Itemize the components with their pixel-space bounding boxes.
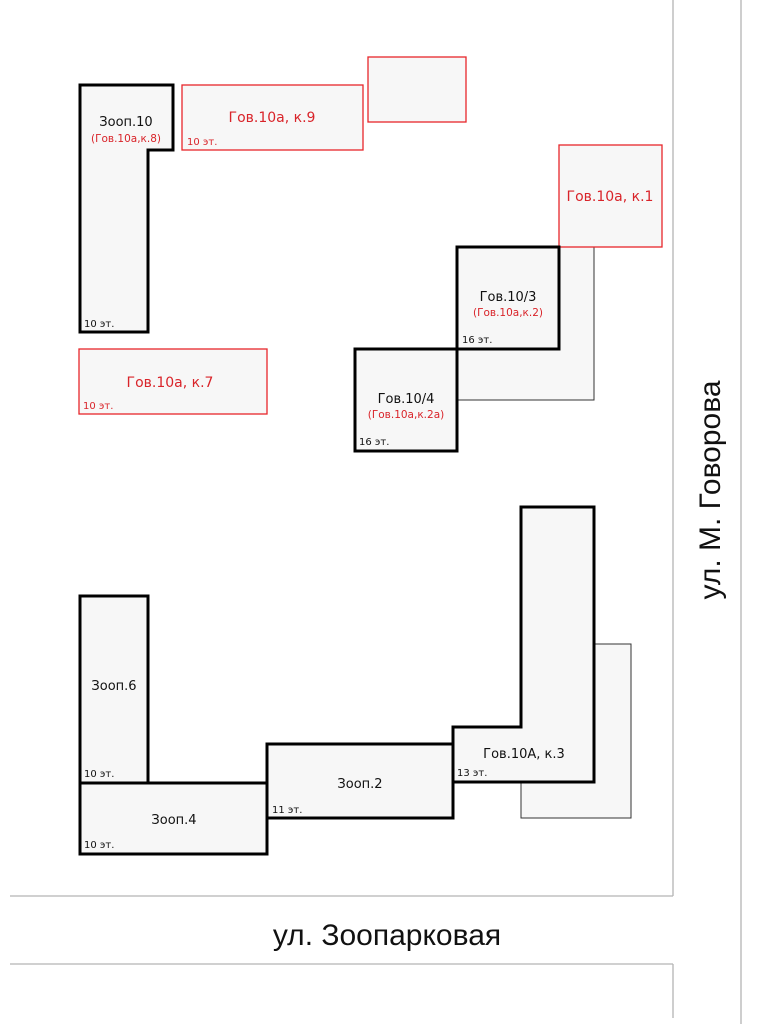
building-unlabeled-planned[interactable] — [367, 56, 467, 123]
street-label-govorova: ул. М. Говорова — [694, 380, 727, 599]
building-zoop4-outline — [78, 781, 269, 856]
building-zoop2-name: Зооп.2 — [337, 777, 382, 792]
building-gov10-3-alt: (Гов.10а,к.2) — [473, 307, 543, 319]
building-gov10-4-floors: 16 эт. — [359, 437, 389, 448]
building-zoop6-name: Зооп.6 — [91, 679, 136, 694]
building-gov10-3-floors: 16 эт. — [462, 335, 492, 346]
building-gov10A-k3-name: Гов.10А, к.3 — [483, 747, 565, 762]
building-gov10a-k1-name: Гов.10а, к.1 — [567, 189, 654, 205]
building-zoop10-name: Зооп.10 — [99, 115, 152, 130]
building-gov10-4-alt: (Гов.10а,к.2а) — [368, 409, 444, 421]
building-gov10a-k7[interactable]: Гов.10а, к.7 10 эт. — [78, 348, 268, 415]
building-zoop10-alt: (Гов.10а,к.8) — [91, 133, 161, 145]
building-gov10-4-outline — [353, 347, 459, 453]
building-zoop10[interactable]: Зооп.10 (Гов.10а,к.8) 10 эт. — [78, 83, 175, 334]
building-gov10a-k9-name: Гов.10а, к.9 — [229, 110, 316, 126]
building-gov10-3-outline — [455, 245, 561, 351]
building-gov10-3-name: Гов.10/3 — [480, 290, 537, 305]
building-gov10a-k9-outline — [181, 84, 364, 151]
building-gov10a-k1-outline — [558, 144, 663, 248]
building-gov10a-k1[interactable]: Гов.10а, к.1 — [558, 144, 663, 248]
building-zoop10-floors: 10 эт. — [84, 319, 114, 330]
building-gov10A-k3-outline — [451, 505, 596, 784]
building-zoop6-outline — [78, 594, 150, 785]
building-zoop2[interactable]: Зооп.2 11 эт. — [265, 742, 455, 820]
building-gov10A-k3[interactable]: Гов.10А, к.3 13 эт. — [451, 505, 596, 784]
building-gov10-3[interactable]: Гов.10/3 (Гов.10а,к.2) 16 эт. — [455, 245, 561, 351]
building-gov10a-k7-outline — [78, 348, 268, 415]
road-lines — [10, 0, 742, 1024]
building-zoop6[interactable]: Зооп.6 10 эт. — [78, 594, 150, 785]
building-gov10-4-name: Гов.10/4 — [378, 392, 435, 407]
building-gov10a-k7-floors: 10 эт. — [83, 401, 113, 412]
building-zoop10-outline — [78, 83, 175, 334]
building-gov10a-k7-name: Гов.10а, к.7 — [127, 375, 214, 391]
building-zoop4[interactable]: Зооп.4 10 эт. — [78, 781, 269, 856]
building-gov10-4[interactable]: Гов.10/4 (Гов.10а,к.2а) 16 эт. — [353, 347, 459, 453]
building-zoop4-floors: 10 эт. — [84, 840, 114, 851]
building-zoop2-outline — [265, 742, 455, 820]
building-gov10a-k9[interactable]: Гов.10а, к.9 10 эт. — [181, 84, 364, 151]
building-gov10A-k3-floors: 13 эт. — [457, 768, 487, 779]
building-zoop4-name: Зооп.4 — [151, 813, 196, 828]
building-zoop2-floors: 11 эт. — [272, 805, 302, 816]
building-zoop6-floors: 10 эт. — [84, 769, 114, 780]
building-gov10a-k9-floors: 10 эт. — [187, 137, 217, 148]
street-label-zooparkovaya: ул. Зоопарковая — [273, 919, 501, 952]
